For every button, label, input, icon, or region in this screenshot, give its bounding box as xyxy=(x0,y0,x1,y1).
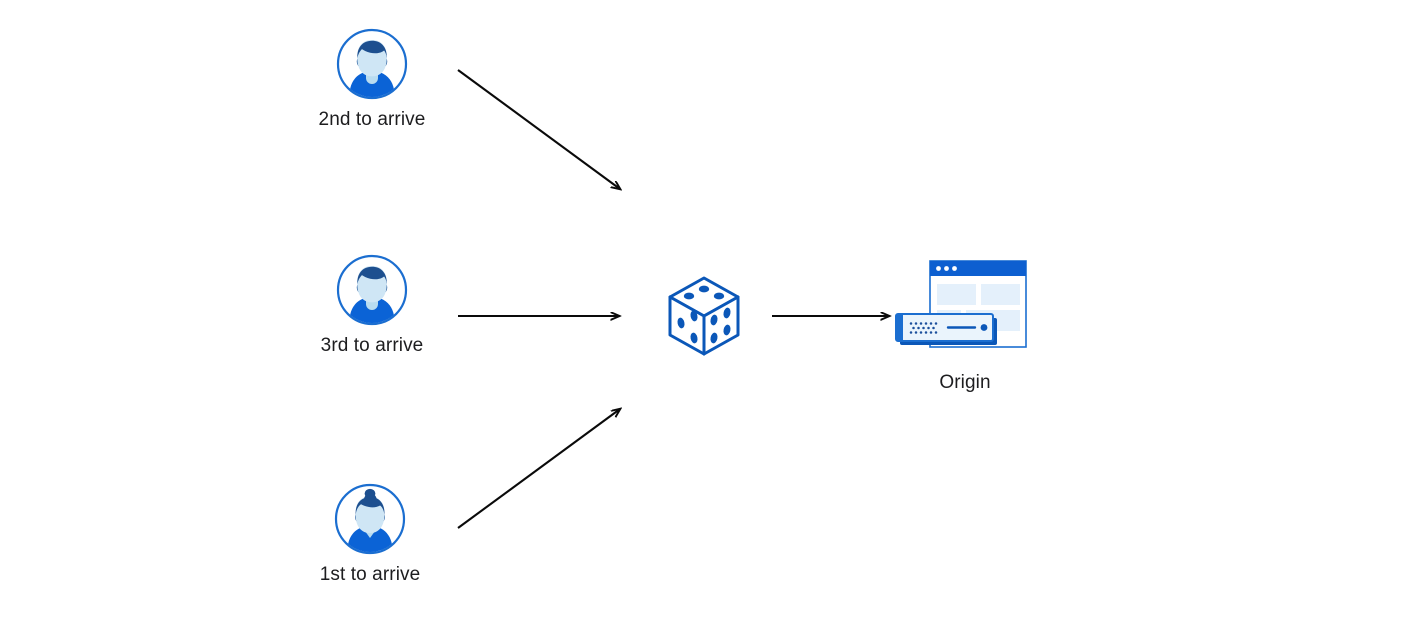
node-label: Origin xyxy=(939,372,991,393)
dice-icon xyxy=(658,270,750,362)
node-label: 3rd to arrive xyxy=(320,335,424,356)
node-randomizer-dice[interactable] xyxy=(658,270,750,362)
node-origin[interactable]: Origin xyxy=(891,256,1039,395)
server-device xyxy=(895,313,997,345)
arrow-client2-to-dice xyxy=(457,69,620,189)
node-client-1st[interactable]: 1st to arrive xyxy=(306,483,434,587)
node-label: 2nd to arrive xyxy=(318,109,426,130)
arrow-client1-to-dice xyxy=(457,409,620,529)
user-avatar-icon xyxy=(334,483,406,555)
node-client-3rd[interactable]: 3rd to arrive xyxy=(308,254,436,358)
user-avatar-icon xyxy=(336,28,408,100)
origin-server-icon xyxy=(891,256,1039,366)
node-client-2nd[interactable]: 2nd to arrive xyxy=(308,28,436,132)
node-label: 1st to arrive xyxy=(319,564,421,585)
user-avatar-icon xyxy=(336,254,408,326)
